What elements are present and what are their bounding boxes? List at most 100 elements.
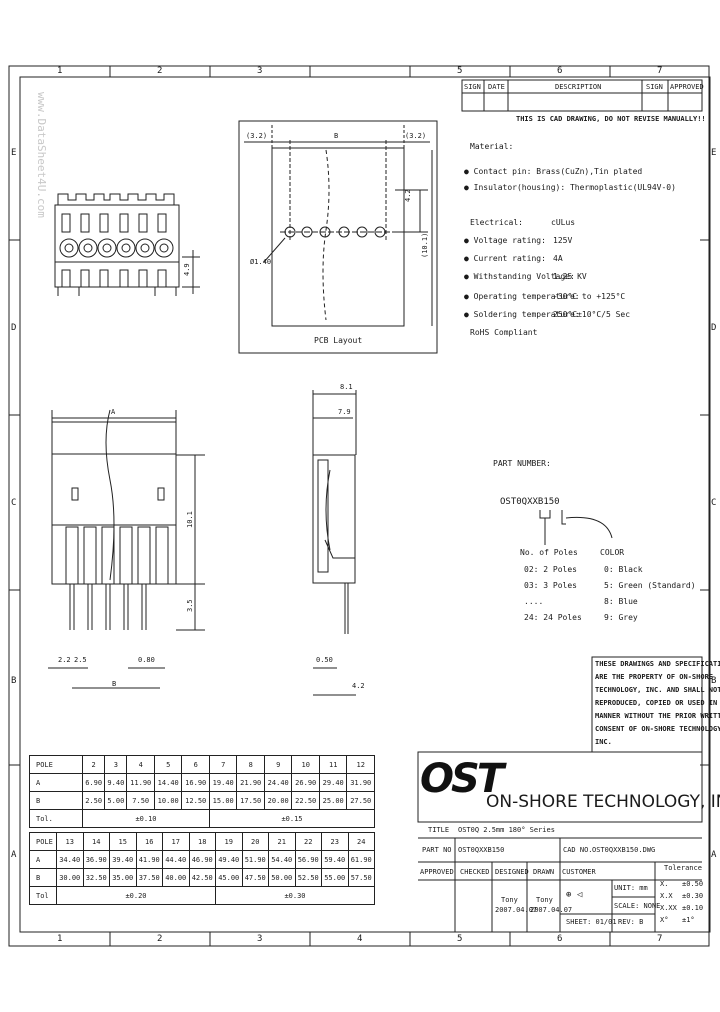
table-cell: 34.40 (56, 850, 84, 869)
table-cell: 47.50 (241, 868, 269, 887)
table-cell: 32.50 (82, 868, 110, 887)
table-cell: 21.90 (236, 773, 265, 792)
table-cell: 3 (104, 755, 128, 774)
cad-no-value: OST0QXXB150.DWG (592, 846, 656, 854)
row-label: B (11, 676, 17, 686)
table-cell: 24 (347, 832, 375, 851)
table-cell: 30.00 (56, 868, 84, 887)
dim-10-1: 10.1 (186, 511, 194, 528)
drawer-name: Tony (536, 896, 553, 904)
table-cell: POLE (29, 832, 57, 851)
col-label: 7 (657, 934, 663, 944)
col-label: 4 (357, 934, 363, 944)
rev-header-date: DATE (488, 83, 505, 91)
table-cell: 37.50 (135, 868, 163, 887)
table-cell: Tol. (29, 809, 83, 828)
col-label: 2 (157, 66, 163, 76)
rev-header-sign: SIGN (464, 83, 481, 91)
table-row: Tol. ±0.10 ±0.15 (29, 809, 376, 828)
rev-header-approved: APPROVED (670, 83, 704, 91)
disclaimer-line: TECHNOLOGY, INC. AND SHALL NOT BE (595, 686, 720, 694)
table-cell: 19 (215, 832, 243, 851)
table-cell: 11 (318, 755, 348, 774)
table-cell: A (29, 850, 57, 869)
customer-label: CUSTOMER (562, 868, 596, 876)
table-cell: ±0.20 (56, 886, 216, 905)
table-row: A 34.40 36.90 39.40 41.90 44.40 46.90 49… (29, 850, 375, 869)
electrical-cert: cULus (551, 218, 576, 227)
table-cell: 39.40 (109, 850, 137, 869)
row-label: E (711, 148, 717, 158)
tolerance-label: Tolerance (664, 864, 702, 872)
poles-item: 03: 3 Poles (524, 581, 577, 590)
color-item: 5: Green (Standard) (604, 581, 696, 590)
table-cell: 56.90 (294, 850, 322, 869)
row-label: C (11, 498, 17, 508)
material-heading: Material: (470, 142, 514, 151)
table-cell: 9 (263, 755, 293, 774)
table-cell: 61.90 (347, 850, 375, 869)
row-label: B (711, 676, 717, 686)
drawn-label: DRAWN (533, 868, 555, 876)
table-cell: 55.00 (321, 868, 349, 887)
table-cell: 2.50 (81, 791, 106, 810)
designer-date: 2007.04.07 (495, 906, 538, 914)
tol-key: X. (660, 880, 669, 888)
tol-value: ±0.30 (682, 892, 704, 900)
table-cell: 14.40 (153, 773, 183, 792)
pcb-dim-hole: Ø1.40 (250, 258, 272, 266)
pcb-dim-left: (3.2) (246, 132, 268, 140)
unit-label: UNIT: mm (614, 884, 648, 892)
dim-2-5: 2.5 (74, 656, 87, 664)
disclaimer-line: REPRODUCED, COPIED OR USED IN ANY (595, 699, 720, 707)
row-label: D (711, 323, 717, 333)
row-label: E (11, 148, 17, 158)
disclaimer-line: ARE THE PROPERTY OF ON-SHORE (595, 673, 714, 681)
col-label: 3 (257, 934, 263, 944)
drawer-date: 2007.04.07 (530, 906, 573, 914)
table-cell: 8 (236, 755, 265, 774)
table-row: POLE 13 14 15 16 17 18 19 20 21 22 23 24 (29, 832, 375, 851)
col-label: 6 (557, 66, 563, 76)
table-cell: 49.40 (215, 850, 243, 869)
table-cell: 7 (208, 755, 238, 774)
table-row: Tol ±0.20 ±0.30 (29, 886, 375, 905)
table-row: B 30.00 32.50 35.00 37.50 40.00 42.50 45… (29, 868, 375, 887)
soldering-temperature-value: 250°C±10°C/5 Sec (553, 310, 631, 319)
table-cell: ±0.30 (215, 886, 375, 905)
current-rating: ● Current rating: (464, 254, 546, 263)
designed-label: DESIGNED (495, 868, 529, 876)
table-cell: 35.00 (109, 868, 137, 887)
disclaimer-line: MANNER WITHOUT THE PRIOR WRITTEN (595, 712, 720, 720)
table-cell: Tol (29, 886, 57, 905)
table-cell: 10 (291, 755, 320, 774)
poles-item: 02: 2 Poles (524, 565, 577, 574)
table-cell: 23 (321, 832, 349, 851)
col-label: 1 (57, 66, 63, 76)
table-cell: 31.90 (346, 773, 375, 792)
part-number-heading: PART NUMBER: (493, 459, 551, 468)
col-label: 7 (657, 66, 663, 76)
row-label: D (11, 323, 17, 333)
table-cell: 25.00 (318, 791, 348, 810)
pcb-dim-b: B (334, 132, 339, 140)
rev-header-sign2: SIGN (646, 83, 663, 91)
checked-label: CHECKED (460, 868, 490, 876)
table-cell: 50.00 (268, 868, 296, 887)
col-label: 6 (557, 934, 563, 944)
table-cell: 21 (268, 832, 296, 851)
table-cell: A (29, 773, 83, 792)
dim-4-9: 4.9 (183, 263, 191, 276)
table-cell: 54.40 (268, 850, 296, 869)
electrical-heading: Electrical: (470, 218, 523, 227)
table-cell: 17.50 (236, 791, 265, 810)
voltage-rating-value: 125V (553, 236, 573, 245)
table-cell: 20 (241, 832, 269, 851)
designer-name: Tony (501, 896, 518, 904)
title-value: OST0Q 2.5mm 180° Series (458, 826, 555, 834)
table-cell: 5 (153, 755, 183, 774)
table-cell: 4 (126, 755, 155, 774)
tol-key: X.XX (660, 904, 677, 912)
table-cell: 14 (82, 832, 110, 851)
